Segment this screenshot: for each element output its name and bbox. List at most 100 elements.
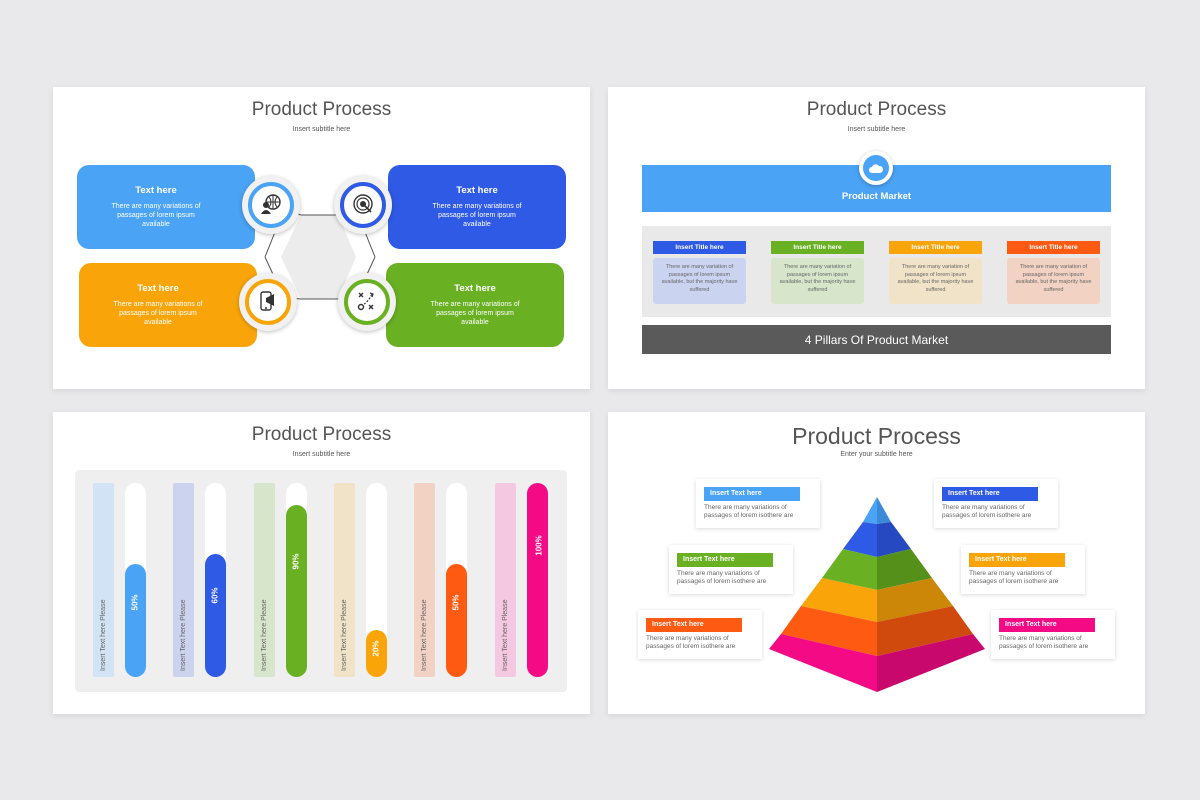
- progress-fill: 60%: [205, 554, 227, 677]
- slide-title: Product Process: [792, 423, 961, 449]
- progress-value: 50%: [451, 594, 461, 611]
- progress-bar-6: 100%: [526, 483, 548, 677]
- progress-value: 50%: [130, 594, 140, 611]
- pyramid-note-3[interactable]: Insert Text here There are many variatio…: [669, 545, 793, 594]
- pyramid-layer-5-right: [877, 606, 973, 656]
- pyramid-note-5[interactable]: Insert Text here There are many variatio…: [638, 610, 762, 659]
- footer-label: 4 Pillars Of Product Market: [804, 333, 949, 347]
- bar-label-track-4: Insert Text here Please: [333, 483, 355, 677]
- bar-label-track-6: Insert Text here Please: [494, 483, 516, 677]
- strategy-icon-badge[interactable]: [338, 273, 396, 331]
- card-body: There are many variations of passages of…: [113, 301, 203, 326]
- pillars-footer: 4 Pillars Of Product Market: [642, 325, 1111, 354]
- progress-fill: 90%: [285, 505, 307, 677]
- process-card-2[interactable]: Text here There are many variations of p…: [388, 165, 566, 249]
- pyramid-layer-2-left: [843, 522, 877, 557]
- note-body: There are many variations of passages of…: [677, 570, 767, 585]
- progress-value: 90%: [291, 553, 301, 570]
- note-title: Insert Text here: [704, 487, 800, 501]
- card-title: Text here: [135, 185, 177, 196]
- bar-label-track-3: Insert Text here Please: [253, 483, 275, 677]
- target-coin-icon-badge[interactable]: [334, 176, 392, 234]
- bars-group: Insert Text here Please 50% Insert Text he…: [53, 412, 590, 714]
- progress-value: 20%: [371, 640, 381, 657]
- pillar-2-title: Insert Title here: [771, 241, 864, 254]
- slide-pyramid[interactable]: Product Process Enter your subtitle here…: [608, 412, 1145, 714]
- bar-label-track-2: Insert Text here Please: [173, 483, 195, 677]
- pillar-4-body: There are many variation of passages of …: [1007, 258, 1100, 304]
- slide-subtitle: Insert subtitle here: [292, 451, 351, 458]
- note-body: There are many variations of passages of…: [999, 635, 1089, 650]
- process-card-3[interactable]: Text here There are many variations of p…: [79, 263, 257, 347]
- bars-panel: [75, 470, 567, 692]
- progress-fill: 100%: [526, 483, 548, 677]
- slide-progress-bars[interactable]: Product Process Insert subtitle here Ins…: [53, 412, 590, 714]
- note-title: Insert Text here: [646, 618, 742, 632]
- progress-bar-3: 90%: [285, 483, 307, 677]
- card-title: Text here: [454, 283, 496, 294]
- globe-user-icon-badge[interactable]: [242, 176, 300, 234]
- pyramid-note-6[interactable]: Insert Text here There are many variatio…: [991, 610, 1115, 659]
- phone-megaphone-icon-badge[interactable]: [239, 273, 297, 331]
- process-card-1[interactable]: Text here There are many variations of p…: [77, 165, 255, 249]
- bar-label-track-1: Insert Text here Please: [93, 483, 114, 677]
- pyramid-layer-5-left: [781, 606, 877, 656]
- cloud-icon: [869, 164, 884, 173]
- bar-label: Insert Text here Please: [340, 599, 348, 671]
- globe-user-icon: [242, 193, 300, 220]
- bar-label: Insert Text here Please: [501, 599, 509, 671]
- note-body: There are many variations of passages of…: [704, 504, 794, 519]
- process-card-4[interactable]: Text here There are many variations of p…: [386, 263, 564, 347]
- pyramid-layer-3-right: [877, 549, 932, 590]
- note-title: Insert Text here: [999, 618, 1095, 632]
- card-body: There are many variations of passages of…: [111, 203, 201, 228]
- pyramid-layer-3-left: [822, 549, 877, 590]
- note-body: There are many variations of passages of…: [969, 570, 1059, 585]
- pyramid-note-2[interactable]: Insert Text here There are many variatio…: [934, 479, 1058, 528]
- slide-subtitle: Insert subtitle here: [847, 126, 906, 133]
- bar-label: Insert Text here Please: [180, 599, 188, 671]
- pyramid-layer-1-left: [863, 497, 877, 524]
- target-coin-icon: [334, 193, 392, 220]
- pyramid-layer-6-left: [769, 634, 877, 692]
- pyramid-layer-6-right: [877, 634, 985, 692]
- pillar-3-title: Insert Title here: [889, 241, 982, 254]
- pyramid-note-1[interactable]: Insert Text here There are many variatio…: [696, 479, 820, 528]
- card-title: Text here: [137, 283, 179, 294]
- note-title: Insert Text here: [677, 553, 773, 567]
- slide-product-process-hub[interactable]: Product Process Insert subtitle here Tex…: [53, 87, 590, 389]
- bar-label: Insert Text here Please: [260, 599, 268, 671]
- pyramid-note-4[interactable]: Insert Text here There are many variatio…: [961, 545, 1085, 594]
- card-body: There are many variations of passages of…: [432, 203, 522, 228]
- progress-value: 60%: [210, 587, 220, 604]
- slide-product-market[interactable]: Product Process Insert subtitle here Pro…: [608, 87, 1145, 389]
- progress-bar-2: 60%: [205, 483, 227, 677]
- bar-label: Insert Text here Please: [100, 599, 107, 671]
- progress-fill: 50%: [125, 564, 146, 677]
- pillar-4-title: Insert Title here: [1007, 241, 1100, 254]
- card-title: Text here: [456, 185, 498, 196]
- slide-subtitle: Insert subtitle here: [292, 126, 351, 133]
- pyramid-layer-4-right: [877, 578, 953, 622]
- slide-title: Product Process: [251, 99, 392, 120]
- pillar-1-body: There are many variation of passages of …: [653, 258, 746, 304]
- progress-bar-4: 20%: [365, 483, 387, 677]
- progress-fill: 20%: [365, 630, 387, 677]
- phone-megaphone-icon: [239, 290, 297, 317]
- strategy-icon: [338, 290, 396, 317]
- note-body: There are many variations of passages of…: [646, 635, 736, 650]
- note-title: Insert Text here: [942, 487, 1038, 501]
- bar-label-track-5: Insert Text here Please: [414, 483, 436, 677]
- progress-fill: 50%: [446, 564, 468, 677]
- pillar-1-title: Insert Title here: [653, 241, 746, 254]
- pyramid-layer-4-left: [801, 578, 877, 622]
- pyramid-layer-1-right: [877, 497, 891, 524]
- slide-title: Product Process: [806, 99, 947, 120]
- pillar-2-body: There are many variation of passages of …: [771, 258, 864, 304]
- slide-subtitle: Enter your subtitle here: [840, 451, 913, 458]
- slide-title: Product Process: [251, 424, 392, 445]
- progress-bar-5: 50%: [446, 483, 468, 677]
- cloud-icon-badge: [859, 151, 893, 185]
- pillar-3-body: There are many variation of passages of …: [889, 258, 982, 304]
- progress-bar-1: 50%: [125, 483, 146, 677]
